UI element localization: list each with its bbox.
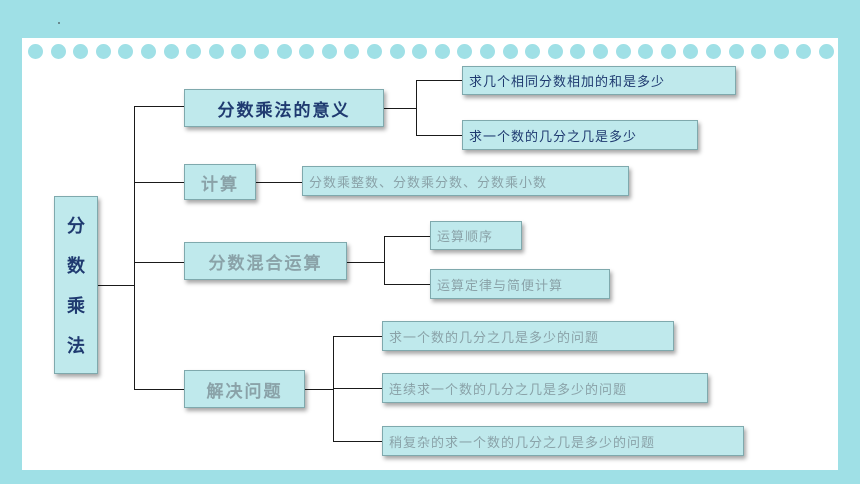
decorative-dot bbox=[208, 44, 224, 59]
branch-label: 计算 bbox=[201, 174, 239, 195]
leaf-node: 运算定律与简便计算 bbox=[430, 269, 610, 299]
leaf-label: 稍复杂的求一个数的几分之几是多少的问题 bbox=[389, 435, 656, 451]
connector-b4-leaf-1 bbox=[333, 336, 382, 337]
leaf-label: 连续求一个数的几分之几是多少的问题 bbox=[389, 382, 628, 398]
connector-branch-4 bbox=[134, 389, 184, 390]
decorative-dot bbox=[163, 44, 179, 59]
decorative-dot bbox=[683, 44, 699, 59]
leaf-node: 运算顺序 bbox=[430, 221, 522, 250]
connector-b1-leaf-1 bbox=[416, 80, 462, 81]
connector-b1-leaf-2 bbox=[416, 135, 462, 136]
branch-label: 分数乘法的意义 bbox=[217, 100, 351, 121]
leaf-node: 分数乘整数、分数乘分数、分数乘小数 bbox=[302, 166, 629, 196]
connector-b4-leaf-2 bbox=[333, 388, 382, 389]
leaf-node: 求一个数的几分之几是多少的问题 bbox=[382, 321, 674, 351]
decorative-dot bbox=[570, 44, 586, 59]
leaf-label: 求一个数的几分之几是多少 bbox=[469, 129, 638, 145]
branch-label: 分数混合运算 bbox=[208, 253, 323, 274]
connector-root bbox=[98, 285, 134, 286]
decorative-dot bbox=[118, 44, 134, 59]
decorative-dot bbox=[141, 44, 156, 59]
root-char: 分 bbox=[67, 216, 85, 237]
connector-branch-1 bbox=[134, 106, 184, 107]
decorative-dot bbox=[660, 44, 676, 59]
root-char: 法 bbox=[67, 336, 85, 357]
decorative-dot bbox=[28, 44, 43, 59]
leaf-label: 运算定律与简便计算 bbox=[437, 278, 564, 294]
decorative-dot bbox=[728, 44, 744, 59]
decorative-dot bbox=[457, 44, 473, 59]
leaf-node: 求一个数的几分之几是多少 bbox=[462, 120, 698, 150]
corner-mark bbox=[58, 22, 60, 24]
decorative-dot bbox=[796, 44, 812, 59]
decorative-dot bbox=[299, 44, 315, 59]
leaf-label: 求一个数的几分之几是多少的问题 bbox=[389, 330, 600, 346]
decorative-dot bbox=[389, 44, 405, 59]
decorative-dot bbox=[751, 44, 767, 59]
leaf-node: 求几个相同分数相加的和是多少 bbox=[462, 66, 736, 95]
leaf-node: 连续求一个数的几分之几是多少的问题 bbox=[382, 373, 708, 403]
slide-panel bbox=[22, 38, 838, 470]
connector-b3-leaf-1 bbox=[384, 236, 430, 237]
branch-node-calculation: 计算 bbox=[184, 164, 256, 200]
decorative-dot bbox=[773, 44, 789, 59]
connector-b1-vertical bbox=[416, 80, 417, 135]
decorative-dot-row bbox=[28, 44, 836, 60]
decorative-dot bbox=[254, 44, 269, 59]
decorative-dot bbox=[50, 44, 66, 59]
decorative-dot bbox=[412, 44, 428, 59]
decorative-dot bbox=[231, 44, 247, 59]
decorative-dot bbox=[638, 44, 654, 59]
connector-branch-2 bbox=[134, 182, 184, 183]
decorative-dot bbox=[186, 44, 202, 59]
root-char: 数 bbox=[67, 256, 85, 277]
decorative-dot bbox=[502, 44, 518, 59]
branch-node-mixed-operations: 分数混合运算 bbox=[184, 242, 347, 280]
branch-node-meaning: 分数乘法的意义 bbox=[184, 89, 384, 127]
root-char: 乘 bbox=[67, 296, 85, 317]
connector-b3-vertical bbox=[384, 236, 385, 284]
decorative-dot bbox=[276, 44, 292, 59]
decorative-dot bbox=[706, 44, 721, 59]
leaf-label: 求几个相同分数相加的和是多少 bbox=[469, 75, 666, 90]
connector-b3-leaf-2 bbox=[384, 284, 430, 285]
connector-b4-leaf-3 bbox=[333, 441, 382, 442]
connector-b2-leaf-1 bbox=[256, 182, 302, 183]
decorative-dot bbox=[593, 44, 608, 59]
decorative-dot bbox=[615, 44, 631, 59]
decorative-dot bbox=[95, 44, 111, 59]
branch-label: 解决问题 bbox=[206, 381, 283, 402]
decorative-dot bbox=[321, 44, 337, 59]
decorative-dot bbox=[73, 44, 89, 59]
decorative-dot bbox=[434, 44, 450, 59]
connector-b3-stem bbox=[347, 262, 384, 263]
decorative-dot bbox=[819, 44, 834, 59]
root-node: 分 数 乘 法 bbox=[54, 196, 98, 374]
leaf-node: 稍复杂的求一个数的几分之几是多少的问题 bbox=[382, 426, 744, 456]
leaf-label: 分数乘整数、分数乘分数、分数乘小数 bbox=[309, 175, 548, 191]
connector-b4-stem bbox=[305, 389, 333, 390]
decorative-dot bbox=[525, 44, 541, 59]
connector-branch-3 bbox=[134, 262, 184, 263]
leaf-label: 运算顺序 bbox=[437, 230, 494, 245]
connector-trunk bbox=[134, 106, 135, 389]
decorative-dot bbox=[344, 44, 360, 59]
branch-node-problem-solving: 解决问题 bbox=[184, 370, 305, 408]
decorative-dot bbox=[547, 44, 563, 59]
decorative-dot bbox=[480, 44, 495, 59]
connector-b1-stem bbox=[384, 108, 416, 109]
decorative-dot bbox=[367, 44, 382, 59]
